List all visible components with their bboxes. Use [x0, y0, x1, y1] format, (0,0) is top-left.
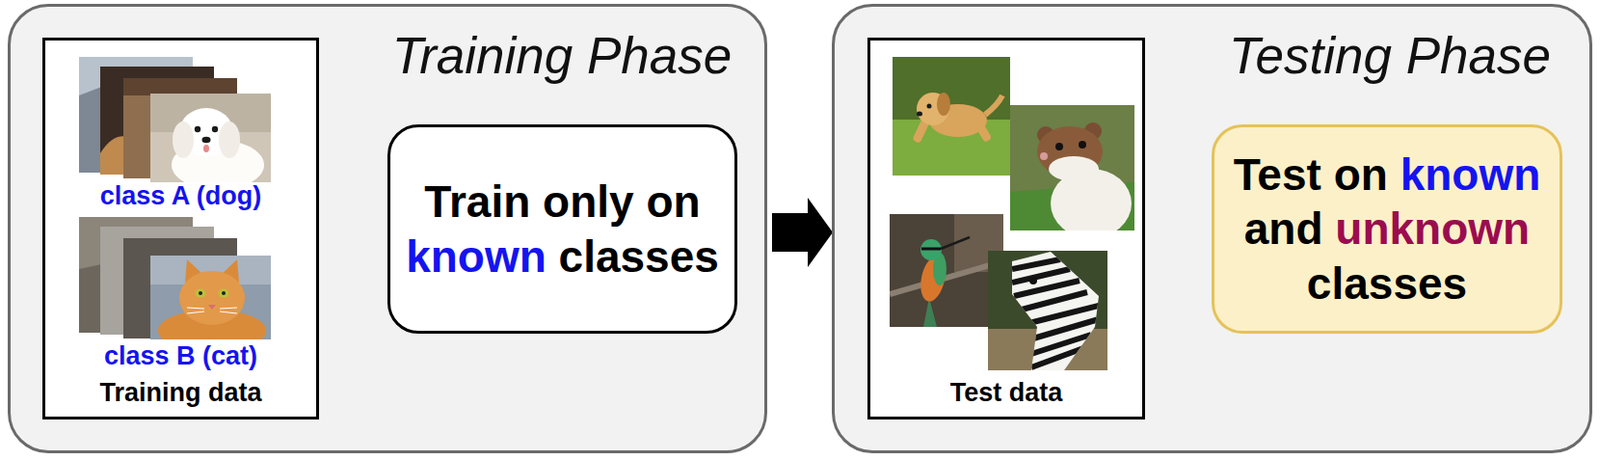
photo-detail — [916, 92, 950, 126]
photo-detail — [194, 126, 201, 133]
data-caption: Test data — [870, 377, 1143, 408]
photo-detail — [195, 289, 207, 298]
bird-photo — [889, 213, 1004, 327]
puppy-photo — [892, 56, 1011, 176]
process-text: Test on known and unknown classes — [1226, 147, 1548, 310]
process-box: Test on known and unknown classes — [1211, 124, 1563, 334]
phase-heading: Training Phase — [359, 26, 765, 86]
phase-panel: Testing Phase — [831, 3, 1593, 454]
photo-detail — [1031, 334, 1092, 354]
photo-detail — [936, 92, 951, 116]
photo-detail — [172, 121, 194, 159]
process-text: Train only on known classes — [401, 174, 723, 283]
dog-photo — [150, 93, 271, 183]
photo-detail — [218, 289, 230, 298]
photo-detail — [1029, 276, 1038, 285]
photo-detail — [1048, 156, 1099, 182]
photo-detail — [987, 250, 1108, 371]
photo-detail — [208, 304, 216, 310]
data-caption: Training data — [45, 377, 317, 408]
test-photos — [867, 37, 1146, 420]
class-label: class A (dog) — [45, 181, 317, 212]
photo-detail — [889, 261, 1004, 294]
photo-detail — [1012, 251, 1099, 371]
photo-detail — [1031, 347, 1084, 368]
photo-detail — [1012, 259, 1099, 368]
highlight-word: known — [405, 231, 547, 282]
photo-detail — [940, 237, 970, 249]
phase-panel: Training Phase — [7, 3, 768, 454]
highlight-word: known — [1400, 149, 1542, 200]
phase-heading: Testing Phase — [1187, 26, 1593, 86]
photo-detail — [123, 78, 238, 96]
cat-photo — [150, 255, 271, 340]
photo-detail — [221, 291, 226, 295]
data-box: Test data — [867, 37, 1146, 420]
process-box: Train only on known classes — [387, 124, 738, 334]
photo-detail — [916, 111, 923, 117]
weasel-photo — [1010, 105, 1135, 231]
photo-detail — [218, 121, 240, 159]
photo-detail — [974, 120, 993, 144]
photo-detail — [1012, 259, 1061, 269]
photo-detail — [1012, 268, 1070, 283]
photo-detail — [1021, 292, 1088, 310]
class-label: class B (cat) — [45, 341, 317, 372]
photo-detail — [203, 144, 210, 153]
photo-detail — [921, 247, 941, 251]
photo-detail — [1013, 280, 1080, 296]
photo-detail — [923, 297, 937, 327]
photo-detail — [892, 56, 1011, 176]
photo-detail — [1055, 142, 1064, 151]
photo-detail — [927, 104, 933, 109]
block-arrow — [772, 197, 833, 267]
photo-detail — [1040, 152, 1048, 160]
photo-detail — [198, 291, 203, 295]
photo-detail — [212, 126, 218, 133]
highlight-word: unknown — [1334, 203, 1530, 254]
photo-detail — [1078, 140, 1087, 149]
photo-detail — [202, 136, 212, 143]
photo-detail — [920, 239, 942, 261]
photo-detail — [1033, 319, 1099, 339]
photo-detail — [985, 95, 1003, 115]
data-box: class A (dog) class B (cat) Training data — [42, 37, 320, 420]
photo-detail — [179, 270, 245, 325]
photo-detail — [889, 213, 1004, 327]
photo-detail — [186, 307, 238, 314]
zebra-photo — [987, 250, 1108, 371]
